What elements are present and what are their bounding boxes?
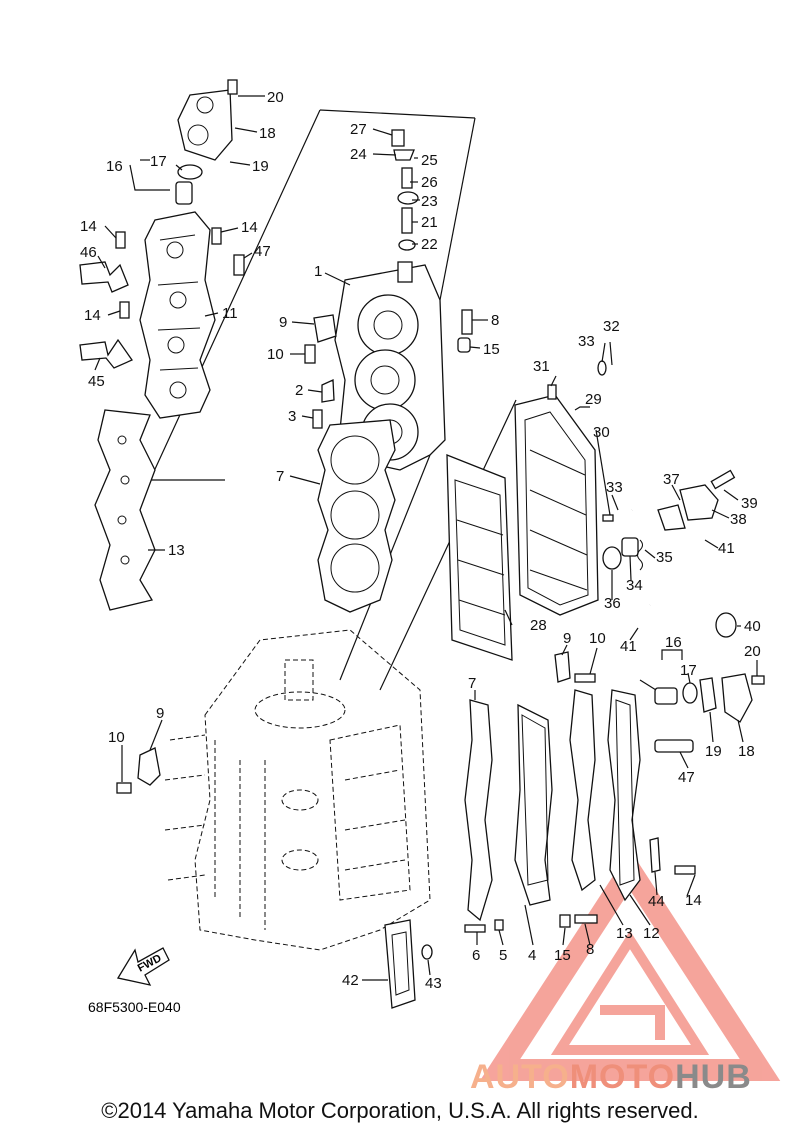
thermostat-cover-upper: [175, 79, 238, 205]
bracket-46: [79, 261, 129, 293]
callout-15-lower: 15: [554, 947, 571, 964]
callouts: 20 18 19 16 17 14 14 46 47 14 11 45 13 2…: [80, 89, 761, 992]
callout-9-mid: 9: [563, 630, 571, 647]
watermark-triangle-logo: [479, 849, 781, 1081]
callout-33-top: 33: [578, 333, 595, 350]
bolt-stack-top: [391, 129, 419, 251]
callout-11: 11: [222, 305, 238, 322]
callout-10-top: 10: [267, 346, 284, 363]
leader-lines: [94, 95, 758, 981]
cylinder-head: [334, 261, 446, 471]
callout-27: 27: [350, 121, 367, 138]
callout-22: 22: [421, 236, 438, 253]
gasket-13-upper: [94, 409, 156, 611]
fwd-arrow: FWD: [116, 947, 170, 986]
lower-cover-stack: [464, 689, 661, 922]
callout-2: 2: [295, 382, 303, 399]
callout-43: 43: [425, 975, 442, 992]
callout-35: 35: [656, 549, 673, 566]
head-small-parts: [304, 309, 473, 429]
callout-44: 44: [648, 893, 665, 910]
watermark-wordmark: AUTOMOTOHUB: [470, 1058, 752, 1096]
watermark-text-hub: HUB: [675, 1058, 752, 1096]
thermostat-lower: [654, 673, 765, 875]
callout-20-lower: 20: [744, 643, 761, 660]
callout-4: 4: [528, 947, 536, 964]
callout-7-top: 7: [276, 468, 284, 485]
callout-10-lower: 10: [108, 729, 125, 746]
head-gasket-upper: [317, 419, 396, 613]
callout-16-lower: 16: [665, 634, 682, 651]
callout-39: 39: [741, 495, 758, 512]
diagram-code: 68F5300-E040: [88, 999, 181, 1015]
callout-9-top: 9: [279, 314, 287, 331]
callout-34: 34: [626, 577, 643, 594]
callout-1: 1: [314, 263, 322, 280]
bolts-upper-left: [115, 227, 245, 319]
callout-19-lower: 19: [705, 743, 722, 760]
callout-38: 38: [730, 511, 747, 528]
copyright-footer: ©2014 Yamaha Motor Corporation, U.S.A. A…: [101, 1098, 699, 1123]
callout-3: 3: [288, 408, 296, 425]
callout-13-top: 13: [168, 542, 185, 559]
hose-and-fittings: [597, 360, 737, 638]
callout-23: 23: [421, 193, 438, 210]
callout-42: 42: [342, 972, 359, 989]
callout-28: 28: [530, 617, 547, 634]
callout-20-top: 20: [267, 89, 284, 106]
callout-8-lower: 8: [586, 941, 594, 958]
callout-7-lower: 7: [468, 675, 476, 692]
callout-29: 29: [585, 391, 602, 408]
callout-14-c: 14: [84, 307, 101, 324]
callout-47-top: 47: [254, 243, 271, 260]
callout-45: 45: [88, 373, 105, 390]
engine-block: [164, 629, 431, 951]
callout-15-top: 15: [483, 341, 500, 358]
exhaust-manifold-cover: [514, 384, 599, 616]
watermark-text-auto: AUTO: [470, 1058, 570, 1096]
callout-14-b: 14: [241, 219, 258, 236]
callout-17-lower: 17: [680, 662, 697, 679]
callout-31: 31: [533, 358, 550, 375]
callout-41-right: 41: [718, 540, 735, 557]
callout-5: 5: [499, 947, 507, 964]
bracket-45: [79, 338, 133, 369]
callout-8-top: 8: [491, 312, 499, 329]
callout-47-lower: 47: [678, 769, 695, 786]
callout-30: 30: [593, 424, 610, 441]
callout-14-d: 14: [685, 892, 702, 909]
callout-12: 12: [643, 925, 660, 942]
callout-10-mid: 10: [589, 630, 606, 647]
callout-18-lower: 18: [738, 743, 755, 760]
callout-9-lower: 9: [156, 705, 164, 722]
callout-41-left: 41: [620, 638, 637, 655]
callout-18-top: 18: [259, 125, 276, 142]
callout-19-top: 19: [252, 158, 269, 175]
callout-6: 6: [472, 947, 480, 964]
callout-36: 36: [604, 595, 621, 612]
callout-21: 21: [421, 214, 438, 231]
callout-37: 37: [663, 471, 680, 488]
callout-24: 24: [350, 146, 367, 163]
manifold-group-outline: [149, 109, 517, 691]
callout-33-mid: 33: [606, 479, 623, 496]
callout-32: 32: [603, 318, 620, 335]
callout-17-top: 17: [150, 153, 167, 170]
exhaust-cover-upper: [139, 211, 216, 419]
callout-16-top: 16: [106, 158, 123, 175]
callout-26: 26: [421, 174, 438, 191]
callout-13-lower: 13: [616, 925, 633, 942]
callout-46: 46: [80, 244, 97, 261]
callout-40: 40: [744, 618, 761, 635]
watermark-text-moto: MOTO: [570, 1058, 675, 1096]
callout-14-a: 14: [80, 218, 97, 235]
callout-25: 25: [421, 152, 438, 169]
gasket-28: [446, 454, 513, 661]
